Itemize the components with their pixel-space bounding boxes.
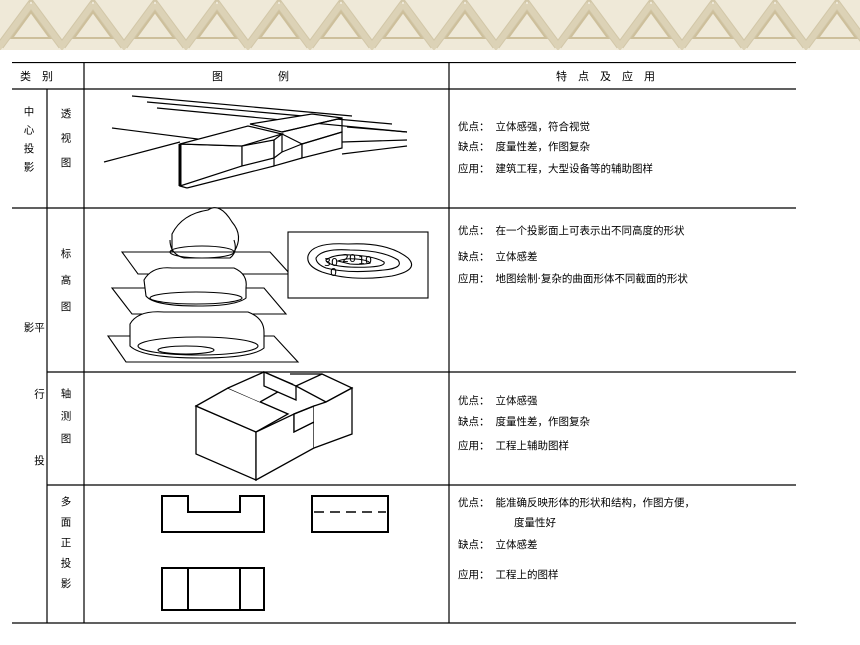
- label-advantage: 优点：: [458, 497, 490, 509]
- group-label-parallel: 平行投影: [22, 322, 46, 522]
- row4-application: 应用： 工程上的图样: [458, 570, 559, 581]
- contour-label-20: 20: [342, 252, 356, 265]
- label-advantage: 优点：: [458, 121, 490, 133]
- group-parallel-projection: 平行投影: [22, 322, 46, 582]
- group-label-central: 中心投影: [22, 106, 35, 180]
- row1-disadvantage: 缺点： 度量性差，作图复杂: [458, 142, 590, 153]
- value-application: 工程上辅助图样: [495, 440, 570, 452]
- row1-advantage: 优点： 立体感强，符合视觉: [458, 122, 590, 133]
- value-disadvantage: 立体感差: [495, 251, 538, 263]
- subtype-perspective: 透视图: [59, 108, 72, 182]
- group-central-projection: 中心投影: [22, 106, 35, 180]
- label-disadvantage: 缺点：: [458, 251, 490, 263]
- banner-pattern: [0, 0, 860, 50]
- value-disadvantage: 立体感差: [495, 539, 538, 551]
- subtype-elevation: 标高图: [59, 248, 72, 328]
- label-application: 应用：: [458, 273, 490, 285]
- decorative-banner: [0, 0, 860, 50]
- contour-label-30: 30: [324, 256, 338, 269]
- row3-application: 应用： 工程上辅助图样: [458, 441, 569, 452]
- value-disadvantage: 度量性差，作图复杂: [495, 416, 591, 428]
- row2-advantage: 优点： 在一个投影面上可表示出不同高度的形状: [458, 226, 685, 237]
- table-grid: 30 20 10 0: [12, 62, 796, 624]
- row3-disadvantage: 缺点： 度量性差，作图复杂: [458, 417, 590, 428]
- value-disadvantage: 度量性差，作图复杂: [495, 141, 591, 153]
- label-disadvantage: 缺点：: [458, 539, 490, 551]
- label-advantage: 优点：: [458, 225, 490, 237]
- label-disadvantage: 缺点：: [458, 141, 490, 153]
- value-advantage: 能准确反映形体的形状和结构，作图方便，: [495, 497, 696, 509]
- value-advantage: 立体感强，符合视觉: [495, 121, 591, 133]
- subtype-label-axonometric: 轴测图: [59, 388, 72, 456]
- label-application: 应用：: [458, 569, 490, 581]
- row4-disadvantage: 缺点： 立体感差: [458, 540, 538, 551]
- row4-advantage-cont: 度量性好: [508, 518, 556, 529]
- contour-label-10: 10: [358, 254, 372, 267]
- projection-table: 30 20 10 0: [12, 62, 796, 624]
- subtype-orthographic: 多面正投影: [59, 496, 72, 599]
- contour-label-0: 0: [330, 266, 337, 279]
- row1-application: 应用： 建筑工程，大型设备等的辅助图样: [458, 164, 653, 175]
- label-application: 应用：: [458, 440, 490, 452]
- perspective-drawing: [103, 95, 408, 189]
- header-diagram: 图 例: [212, 69, 289, 83]
- row3-advantage: 优点： 立体感强: [458, 396, 538, 407]
- value-application: 地图绘制·复杂的曲面形体不同截面的形状: [495, 273, 688, 285]
- orthographic-drawing: [161, 495, 389, 611]
- axonometric-drawing: [194, 371, 354, 482]
- value-advantage: 立体感强: [495, 395, 538, 407]
- subtype-label-orthographic: 多面正投影: [59, 496, 72, 599]
- elevation-drawing: [106, 207, 429, 363]
- row2-application: 应用： 地图绘制·复杂的曲面形体不同截面的形状: [458, 274, 688, 285]
- label-application: 应用：: [458, 163, 490, 175]
- subtype-label-perspective: 透视图: [59, 108, 72, 182]
- subtype-axonometric: 轴测图: [59, 388, 72, 456]
- label-disadvantage: 缺点：: [458, 416, 490, 428]
- header-category: 类 别: [20, 69, 53, 83]
- value-advantage-cont: 度量性好: [514, 517, 556, 529]
- row2-disadvantage: 缺点： 立体感差: [458, 252, 538, 263]
- subtype-label-elevation: 标高图: [59, 248, 72, 328]
- value-application: 工程上的图样: [495, 569, 559, 581]
- header-features: 特 点 及 应 用: [556, 69, 655, 83]
- label-advantage: 优点：: [458, 395, 490, 407]
- row4-advantage: 优点： 能准确反映形体的形状和结构，作图方便，: [458, 498, 695, 509]
- value-advantage: 在一个投影面上可表示出不同高度的形状: [495, 225, 685, 237]
- value-application: 建筑工程，大型设备等的辅助图样: [495, 163, 654, 175]
